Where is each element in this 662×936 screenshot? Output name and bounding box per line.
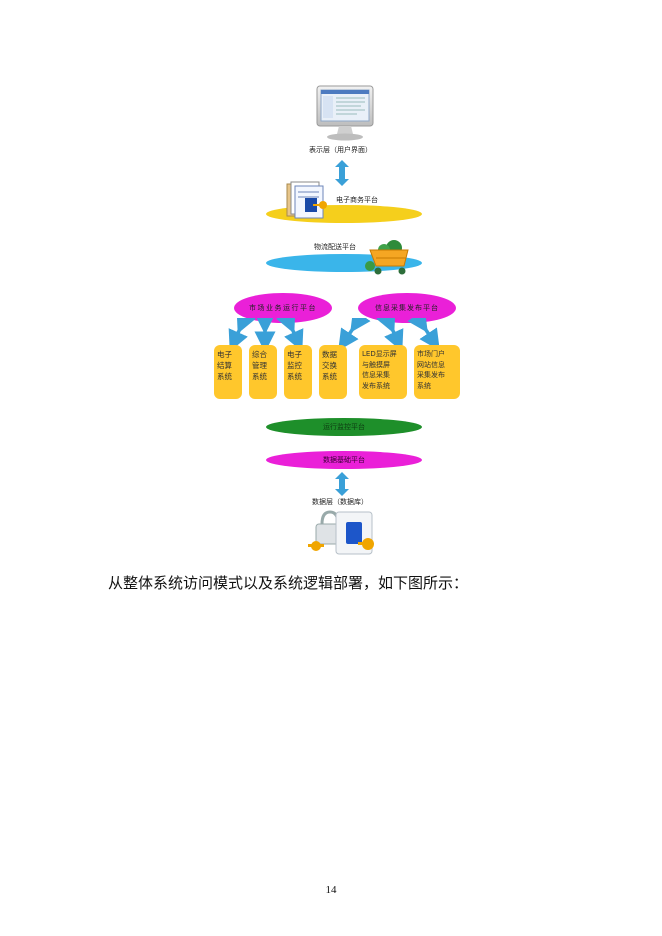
data-foundation-platform-label: 数据基础平台 xyxy=(323,456,365,464)
presentation-layer-label: 表示层（用户界面） xyxy=(309,146,372,154)
system-box-electronic-settlement: 电子 结算 系统 xyxy=(214,345,242,399)
arrow-icon xyxy=(228,318,256,350)
logistics-platform-label: 物流配送平台 xyxy=(314,243,356,251)
caption-text: 从整体系统访问模式以及系统逻辑部署，如下图所示： xyxy=(108,574,469,592)
page-number: 14 xyxy=(325,884,337,896)
data-foundation-platform-ellipse xyxy=(266,451,422,469)
data-layer-label: 数据层（数据库） xyxy=(312,498,368,506)
ecommerce-platform-label: 电子商务平台 xyxy=(336,196,378,204)
database-lock-icon xyxy=(302,508,384,560)
connector-arrows xyxy=(228,318,440,350)
double-arrow-icon xyxy=(335,160,349,186)
documents-key-icon xyxy=(283,180,333,220)
market-ops-platform-label: 市场业务运行平台 xyxy=(249,304,317,312)
computer-monitor-icon xyxy=(315,84,375,142)
double-arrow-icon xyxy=(335,472,349,496)
arrow-icon xyxy=(276,318,304,350)
shopping-cart-icon xyxy=(364,236,414,276)
arrow-icon xyxy=(338,318,371,350)
system-box-data-exchange: 数据 交换 系统 xyxy=(319,345,347,399)
system-box-market-portal: 市场门户 网站信息 采集发布 系统 xyxy=(414,345,460,399)
arrow-icon xyxy=(407,318,440,350)
system-box-electronic-monitoring: 电子 监控 系统 xyxy=(284,345,312,399)
run-monitor-platform-ellipse xyxy=(266,418,422,436)
info-release-platform-label: 信息采集发布平台 xyxy=(375,304,439,312)
system-box-led-touchscreen: LED显示屏 与触摸屏 信息采集 发布系统 xyxy=(359,345,407,399)
arrow-icon xyxy=(376,318,404,350)
run-monitor-platform-label: 运行监控平台 xyxy=(323,423,365,431)
system-box-integrated-management: 综合 管理 系统 xyxy=(249,345,277,399)
